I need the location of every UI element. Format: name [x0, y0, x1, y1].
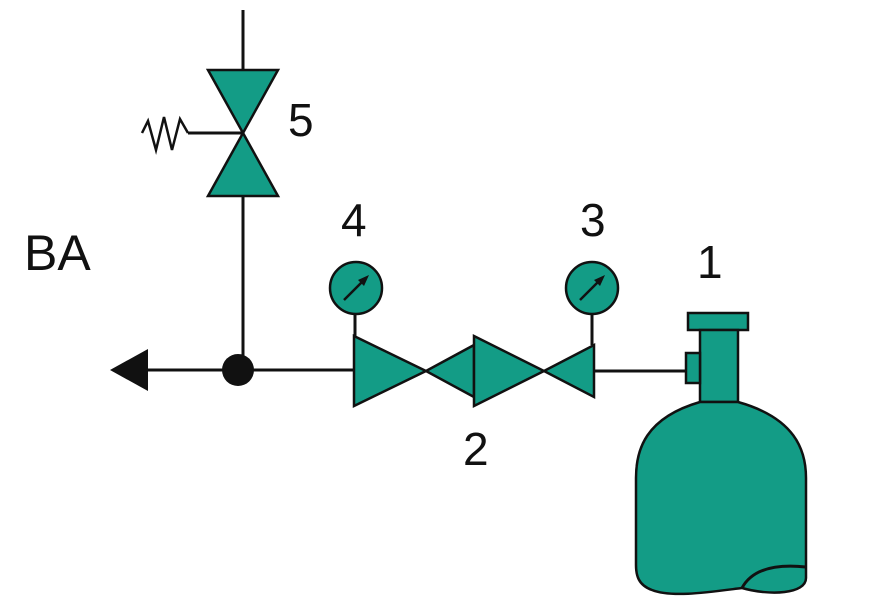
pressure-gauge-icon [328, 260, 384, 316]
relief-valve-label: 5 [288, 94, 314, 146]
outlet-label: BA [24, 225, 91, 281]
pressure-regulator [352, 333, 596, 409]
gas-cylinder [634, 311, 808, 596]
cylinder-neck [698, 328, 740, 404]
cylinder-valve-port [684, 351, 702, 385]
gauge-outlet-needle-tip [358, 275, 369, 286]
cylinder-body [634, 400, 808, 596]
spring-icon [140, 115, 190, 155]
regulator-label: 2 [463, 423, 489, 475]
cylinder-base-curve [740, 564, 807, 589]
junction-dot-icon [222, 354, 254, 386]
regulator-triangle-4 [541, 342, 596, 400]
relief-valve-lower-triangle [205, 130, 281, 198]
gauge-inlet-needle-tip [594, 275, 605, 286]
regulator-triangle-3 [472, 333, 547, 409]
relief-valve [140, 68, 281, 198]
cylinder-label: 1 [697, 236, 723, 288]
flow-arrow-icon [110, 349, 148, 391]
cylinder-cap [686, 311, 750, 332]
regulator-triangle-1 [352, 334, 429, 408]
pressure-gauge-icon [564, 260, 620, 316]
relief-valve-upper-triangle [205, 68, 281, 136]
gauge-inlet-label: 3 [580, 194, 606, 246]
regulator-triangle-2 [423, 342, 476, 400]
gauge-outlet-label: 4 [341, 194, 367, 246]
